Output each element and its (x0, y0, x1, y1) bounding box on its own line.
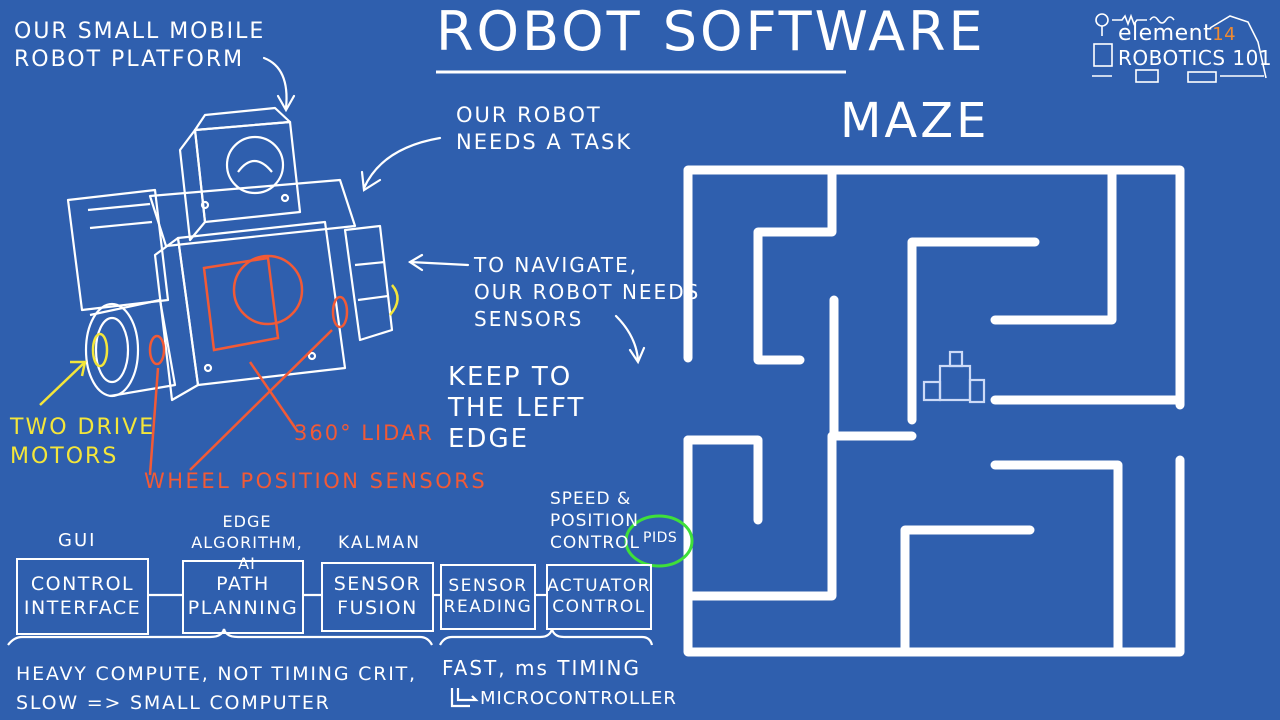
task-annotation: OUR ROBOT NEEDS A TASK (456, 103, 633, 155)
navigate-annotation: TO NAVIGATE, OUR ROBOT NEEDS SENSORS (474, 253, 701, 331)
sensor-fusion-label: SENSOR FUSION (333, 573, 422, 619)
control-interface-block: CONTROL INTERFACE (16, 558, 149, 635)
robot-arm-icon (1092, 13, 1267, 83)
sensor-reading-block: SENSOR READING (440, 564, 536, 630)
microcontroller-note: MICROCONTROLLER (480, 688, 677, 709)
logo-superscript: 14 (1212, 24, 1237, 45)
platform-annotation: OUR SMALL MOBILE ROBOT PLATFORM (14, 19, 266, 72)
maze-drawing (683, 165, 1185, 657)
actuator-control-label: ACTUATOR CONTROL (547, 575, 651, 617)
caption-actuator: SPEED & POSITION CONTROL (550, 489, 641, 554)
motor-highlights (39, 284, 399, 406)
path-planning-block: PATH PLANNING (182, 560, 304, 634)
fast-timing-note: FAST, ms TIMING (442, 656, 641, 680)
control-interface-label: CONTROL INTERFACE (23, 572, 142, 619)
drive-motors-annotation: TWO DRIVE MOTORS (10, 415, 156, 469)
maze-title: MAZE (840, 93, 990, 149)
path-planning-label: PATH PLANNING (187, 573, 299, 619)
lidar-annotation: 360° LIDAR (294, 421, 434, 445)
caption-path-planning: EDGE ALGORITHM, AI (191, 512, 303, 573)
sensor-fusion-block: SENSOR FUSION (321, 562, 434, 632)
wheel-sensors-annotation: WHEEL POSITION SENSORS (144, 469, 488, 493)
pids-circle (624, 514, 694, 568)
sensor-highlights (148, 254, 349, 476)
sensor-reading-label: SENSOR READING (443, 575, 533, 617)
page-title: ROBOT SOFTWARE (436, 0, 986, 63)
actuator-control-block: ACTUATOR CONTROL (546, 564, 652, 630)
pids-label: PIDS (643, 530, 678, 546)
heavy-compute-note: HEAVY COMPUTE, NOT TIMING CRIT, SLOW => … (16, 663, 417, 714)
robot-illustration (66, 106, 394, 402)
annotation-arrows (262, 56, 646, 365)
logo-line1: element (1118, 21, 1213, 46)
caption-kalman: KALMAN (338, 533, 421, 553)
caption-gui: GUI (58, 530, 97, 551)
logo: element14 ROBOTICS 101 (1088, 6, 1274, 88)
logo-line2: ROBOTICS 101 (1118, 46, 1273, 70)
keep-left-annotation: KEEP TO THE LEFT EDGE (448, 362, 586, 455)
robot-icon (922, 350, 986, 404)
